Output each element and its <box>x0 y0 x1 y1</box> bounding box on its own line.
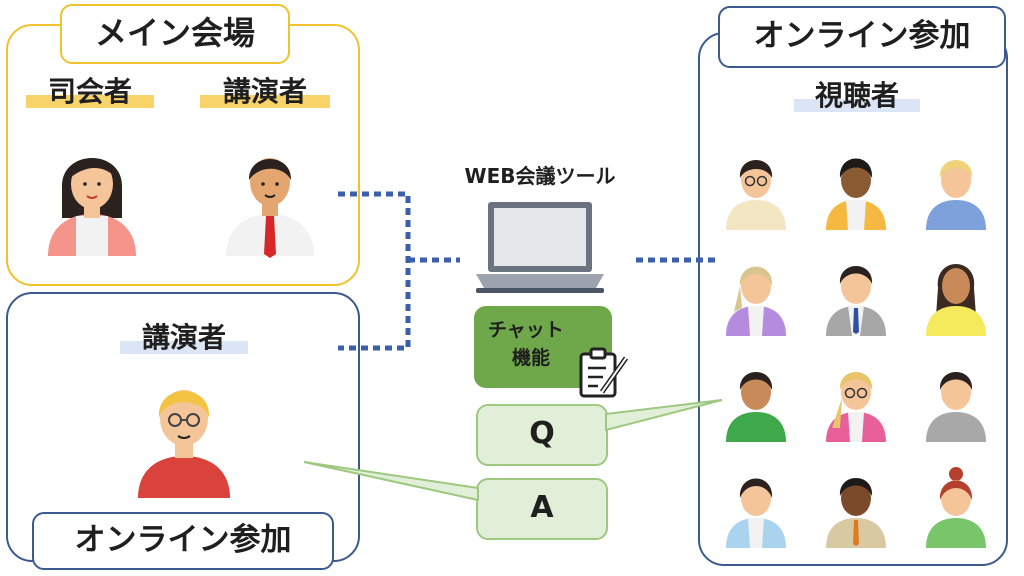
role-label-host: 司会者 <box>26 74 154 110</box>
online-viewers-title: オンライン参加 <box>718 6 1006 68</box>
viewer-avatar <box>726 160 786 230</box>
viewer-avatar <box>826 372 886 442</box>
host-avatar <box>48 158 136 256</box>
viewer-avatar <box>826 266 886 336</box>
viewer-avatar <box>926 372 986 442</box>
role-label-remote-speaker: 講演者 <box>120 320 248 356</box>
answer-box: A <box>476 478 608 540</box>
viewer-grid <box>726 158 986 548</box>
viewer-avatar <box>726 478 786 548</box>
viewer-avatar <box>926 264 986 336</box>
viewer-avatar <box>726 266 786 336</box>
question-box: Q <box>476 404 608 466</box>
clipboard-pencil-icon <box>579 347 629 398</box>
viewer-avatar <box>926 160 986 230</box>
chat-feature-label-1: チャット <box>488 319 564 341</box>
chat-feature-label-2: 機能 <box>512 347 551 369</box>
connector-lines <box>338 191 716 351</box>
web-meeting-tool-label: WEB会議ツール <box>464 164 616 188</box>
role-label-viewer: 視聴者 <box>794 78 920 114</box>
role-label-speaker: 講演者 <box>200 74 330 110</box>
remote-speaker-avatar <box>138 390 230 498</box>
answer-callout <box>303 461 479 502</box>
main-venue-title: メイン会場 <box>60 4 290 64</box>
laptop-icon <box>476 202 604 293</box>
remote-speaker-title: オンライン参加 <box>32 512 334 570</box>
viewer-avatar <box>826 158 886 230</box>
viewer-avatar <box>726 372 786 442</box>
question-callout <box>605 399 723 432</box>
viewer-avatar <box>926 467 986 548</box>
speaker-avatar <box>226 158 314 258</box>
viewer-avatar <box>826 478 886 548</box>
